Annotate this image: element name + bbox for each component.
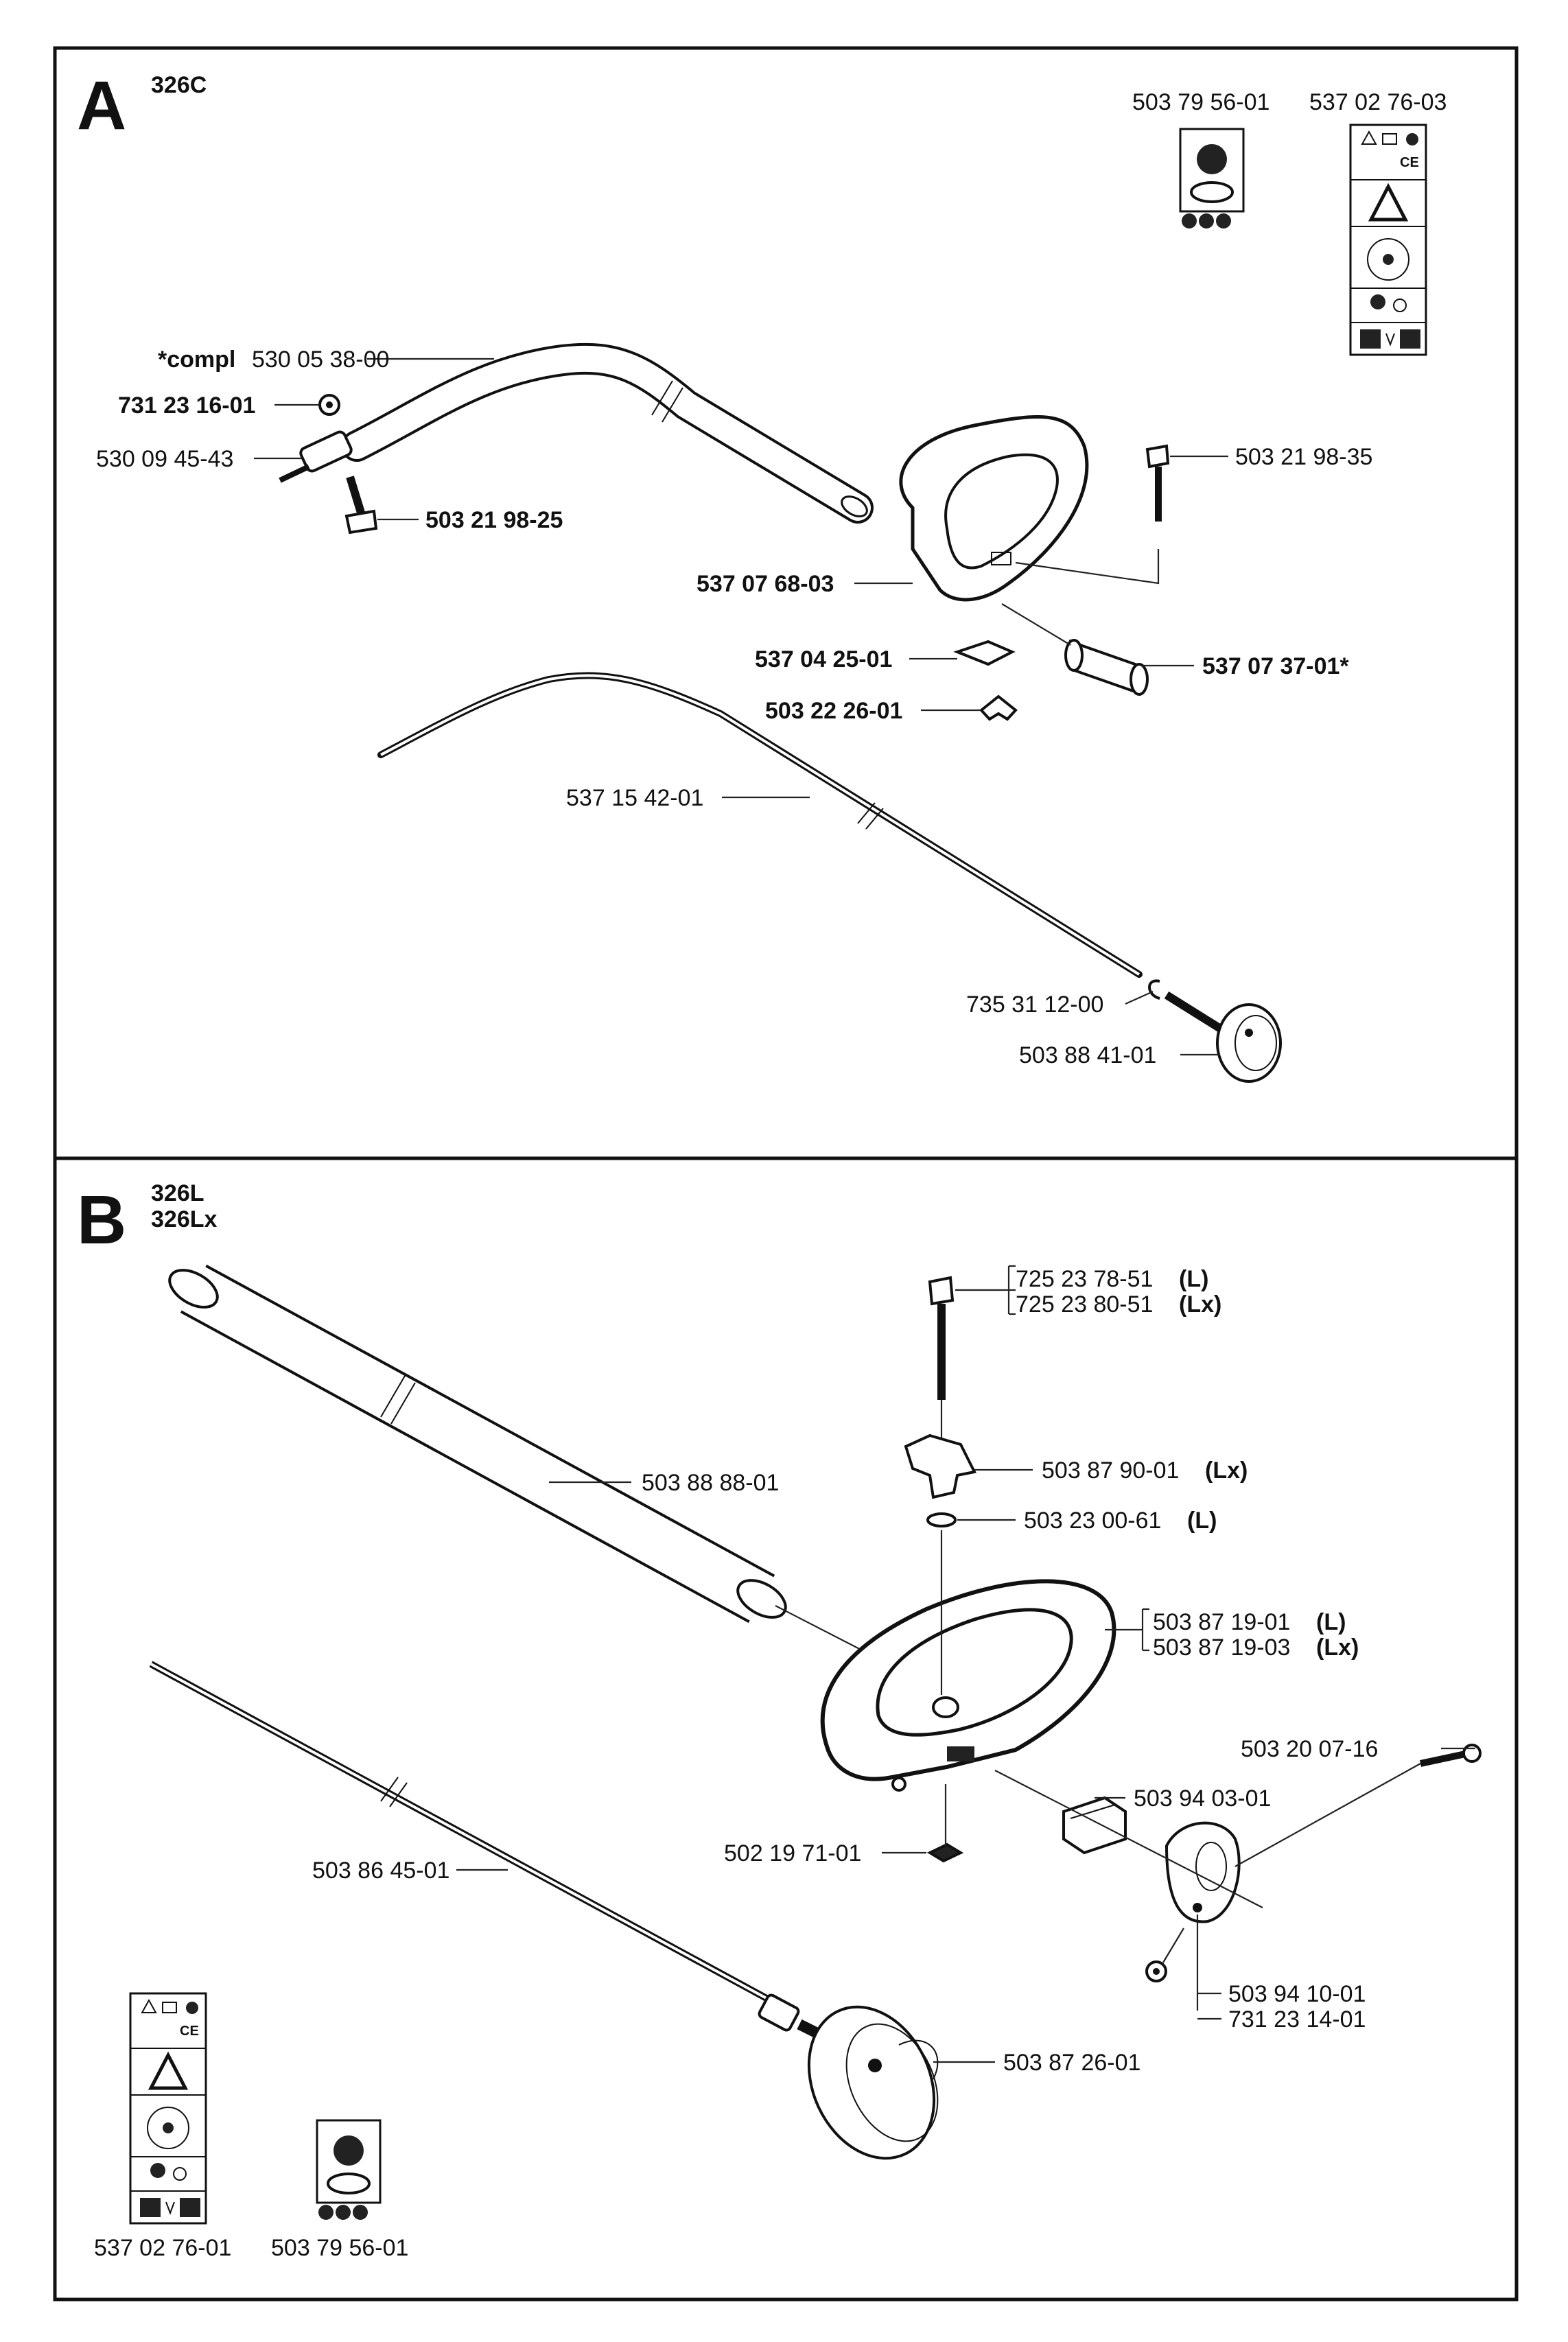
label-a-p8: 503 22 26-01 [765,698,902,724]
label-b-q13: 731 23 14-01 [1228,2006,1366,2033]
decal-icon-trimmer-head [1179,128,1245,229]
wing-knob [904,1433,976,1499]
svg-text:CE: CE [1400,155,1419,170]
clamp-plate [953,640,1016,666]
label-b-q9: 503 94 03-01 [1134,1785,1271,1812]
label-b-q2-var: (Lx) [1179,1291,1221,1318]
label-b-q5-var: (L) [1316,1609,1346,1635]
section-b-frame [53,1156,1519,2302]
label-a-p6: 537 04 25-01 [755,646,892,672]
decal-label-b1: 537 02 76-01 [94,2235,231,2261]
label-a-p11: 503 88 41-01 [1019,1042,1156,1068]
square-nut [926,1842,964,1863]
section-b-letter: B [77,1182,126,1258]
label-b-q1-num: 725 23 78-51 [1016,1266,1153,1292]
leader-a-p10 [1125,990,1154,1005]
label-a-p4: 503 21 98-35 [1235,444,1372,470]
shaft-coupling [279,430,353,483]
decal-icon-trimmer-head-b [316,2119,382,2220]
label-a-p10: 735 31 12-00 [966,992,1103,1018]
drive-drum [1164,991,1282,1083]
section-b-model-line1: 326L [151,1180,204,1206]
svg-text:CE: CE [180,2024,199,2039]
circlip [1148,979,1160,1000]
label-a-compl-number: 530 05 38-00 [252,347,389,373]
label-b-q2-num: 725 23 80-51 [1016,1291,1153,1318]
label-b-q11: 503 86 45-01 [312,1858,449,1884]
label-b-q6-var: (Lx) [1316,1635,1359,1661]
section-a-frame [53,46,1519,1160]
assembly-line-a1 [1001,603,1071,646]
label-b-q14: 503 87 26-01 [1003,2050,1140,2076]
label-a-p9: 537 15 42-01 [566,785,703,811]
spacer-sleeve [1064,639,1149,696]
washer [926,1512,957,1527]
label-b-q6-num: 503 87 19-03 [1153,1635,1290,1661]
decal-icon-safety-stack-b: CE [129,1992,207,2225]
shaft-clamp-insert [1062,1796,1127,1855]
assembly-line-b3 [994,1770,1263,1908]
label-b-q8: 503 20 07-16 [1241,1736,1378,1762]
decal-label-a1: 503 79 56-01 [1132,89,1269,115]
label-b-q7: 503 88 88-01 [642,1470,779,1496]
label-a-p1: 731 23 16-01 [118,393,255,419]
nut [318,394,340,416]
side-bolt [1234,1744,1482,1867]
loop-handle-b [820,1579,1116,1792]
label-a-p2: 530 09 45-43 [96,446,233,472]
label-b-q12: 503 94 10-01 [1228,1981,1366,2007]
clamp-housing [1165,1821,1241,1923]
section-a-model: 326C [151,72,207,98]
vertical-bolt [928,1276,955,1468]
label-b-q3-var: (Lx) [1205,1457,1248,1484]
label-b-q4-var: (L) [1187,1508,1217,1534]
label-b-q1-var: (L) [1179,1266,1208,1292]
section-b-model-line2: 326Lx [151,1206,217,1232]
label-a-p7: 537 07 37-01* [1202,653,1349,679]
bent-shaft-tube [341,342,874,524]
decal-label-a2: 537 02 76-03 [1309,89,1447,115]
drive-shaft [149,1661,800,2032]
wing-nut [979,694,1018,721]
bolt-503-21-98-25 [344,476,378,535]
drive-cable [377,672,1143,978]
decal-label-b2: 503 79 56-01 [271,2235,408,2261]
label-b-q10: 502 19 71-01 [724,1840,861,1866]
label-b-q4-num: 503 23 00-61 [1024,1508,1161,1534]
label-a-compl-prefix: *compl [158,347,235,373]
loop-handle [899,415,1089,602]
section-a-letter: A [77,67,126,144]
label-b-q5-num: 503 87 19-01 [1153,1609,1290,1635]
label-b-q3-num: 503 87 90-01 [1042,1457,1179,1484]
label-a-p3: 503 21 98-25 [425,507,563,533]
drive-drum-b [797,2005,939,2160]
hex-nut [1145,1928,1184,1982]
bolt-503-21-98-35 [1015,444,1170,585]
label-a-p5: 537 07 68-03 [697,571,834,597]
decal-icon-safety-stack: CE [1349,124,1427,356]
